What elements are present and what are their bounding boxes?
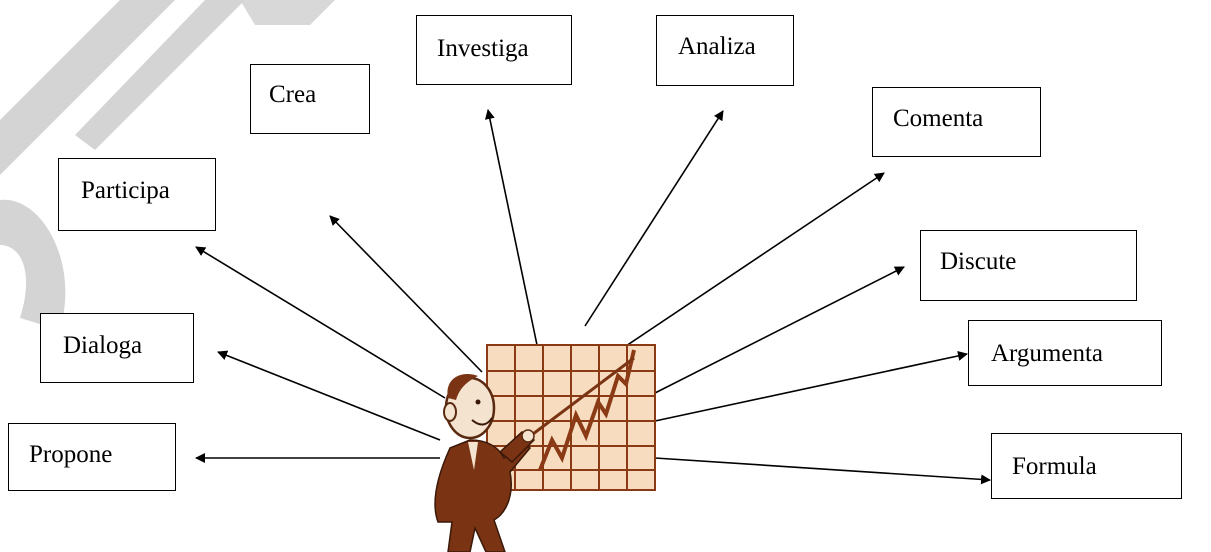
node-analiza: Analiza xyxy=(656,15,794,86)
node-argumenta: Argumenta xyxy=(968,320,1162,386)
arrow-discute xyxy=(654,266,905,394)
presenter-body xyxy=(434,438,532,552)
presenter-with-chart-icon xyxy=(434,344,656,552)
arrow-analiza xyxy=(584,110,724,327)
arrow-crea xyxy=(329,215,483,373)
node-dialoga: Dialoga xyxy=(40,313,194,383)
node-label: Investiga xyxy=(437,35,529,62)
node-label: Propone xyxy=(29,441,113,468)
node-participa: Participa xyxy=(58,158,216,231)
node-crea: Crea xyxy=(250,64,370,134)
node-label: Argumenta xyxy=(991,340,1104,367)
trend-line xyxy=(538,349,636,471)
arrows xyxy=(195,109,991,485)
arrow-participa xyxy=(195,246,446,399)
node-label: Dialoga xyxy=(63,332,143,359)
arrow-dialoga xyxy=(217,350,441,441)
node-label: Analiza xyxy=(678,33,756,60)
arrow-argumenta xyxy=(654,351,968,422)
node-propone: Propone xyxy=(8,423,176,491)
node-label: Formula xyxy=(1012,453,1097,480)
arrow-formula xyxy=(654,457,991,485)
node-comenta: Comenta xyxy=(872,87,1041,157)
node-formula: Formula xyxy=(991,433,1182,499)
watermark xyxy=(0,0,335,330)
node-label: Crea xyxy=(269,81,317,108)
node-label: Discute xyxy=(940,248,1017,275)
pointer-stick xyxy=(524,356,635,442)
node-investiga: Investiga xyxy=(416,15,572,85)
node-label: Participa xyxy=(81,177,170,204)
node-discute: Discute xyxy=(920,230,1137,301)
arrow-comenta xyxy=(619,172,885,351)
node-label: Comenta xyxy=(893,105,984,132)
arrow-investiga xyxy=(484,109,538,346)
